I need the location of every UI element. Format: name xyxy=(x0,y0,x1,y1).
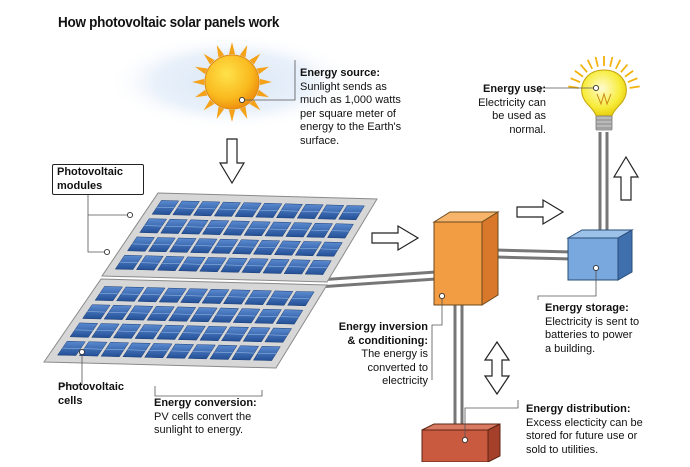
double-arrow-icon xyxy=(485,342,509,394)
label-energy-storage: Energy storage: Electricity is sent to b… xyxy=(545,302,641,356)
solar-panel-module-bottom xyxy=(44,279,327,368)
storage-box xyxy=(568,230,632,280)
bulb-ray xyxy=(610,57,612,67)
pv-modules-heading: Photovoltaic modules xyxy=(57,166,139,193)
energy-source-heading: Energy source: xyxy=(300,67,408,81)
label-energy-conversion: Energy conversion: PV cells convert the … xyxy=(154,397,268,438)
bulb-ray xyxy=(575,71,583,77)
energy-conversion-heading: Energy conversion: xyxy=(154,397,268,411)
label-energy-source: Energy source: Sunlight sends as much as… xyxy=(300,67,408,148)
bulb-ray xyxy=(630,86,640,88)
label-energy-use: Energy use: Electricity can be used as n… xyxy=(474,83,546,137)
bulb-ray xyxy=(628,78,637,82)
energy-use-heading: Energy use: xyxy=(474,83,546,97)
solar-panel-module-top xyxy=(102,193,377,282)
label-energy-distribution: Energy distribution: Excess electicity c… xyxy=(526,403,644,457)
bulb-ray xyxy=(616,60,621,69)
right-arrow-icon xyxy=(372,226,418,250)
diagram-title: How photovoltaic solar panels work xyxy=(58,16,292,30)
sun-icon xyxy=(192,42,272,122)
pv-cells-heading: Photovoltaic cells xyxy=(58,381,134,408)
bulb-ray xyxy=(588,60,593,69)
label-pv-cells: Photovoltaic cells xyxy=(58,381,134,408)
energy-storage-heading: Energy storage: xyxy=(545,302,641,316)
energy-source-text: Sunlight sends as much as 1,000 watts pe… xyxy=(300,81,408,149)
up-arrow-icon xyxy=(614,157,638,200)
energy-conversion-text: PV cells convert the sunlight to energy. xyxy=(154,411,268,438)
down-arrow-icon xyxy=(220,139,244,183)
energy-inversion-heading: Energy inversion & conditioning: xyxy=(330,321,428,348)
energy-distribution-text: Excess electicity can be stored for futu… xyxy=(526,417,644,458)
bulb-ray xyxy=(596,57,598,67)
energy-distribution-heading: Energy distribution: xyxy=(526,403,644,417)
energy-use-text: Electricity can be used as normal. xyxy=(474,97,546,138)
energy-inversion-text: The energy is converted to electricity xyxy=(330,348,428,389)
energy-storage-text: Electricity is sent to batteries to powe… xyxy=(545,316,641,357)
label-pv-modules: Photovoltaic modules xyxy=(52,164,144,195)
light-bulb-icon xyxy=(568,56,639,130)
inverter-box xyxy=(434,212,498,305)
right-arrow-icon xyxy=(517,200,563,224)
bulb-ray xyxy=(581,65,588,73)
bulb-ray xyxy=(621,65,628,73)
bulb-ray xyxy=(571,78,580,82)
label-energy-inversion: Energy inversion & conditioning: The ene… xyxy=(330,321,428,389)
bulb-ray xyxy=(625,71,633,77)
distribution-box xyxy=(422,424,500,462)
